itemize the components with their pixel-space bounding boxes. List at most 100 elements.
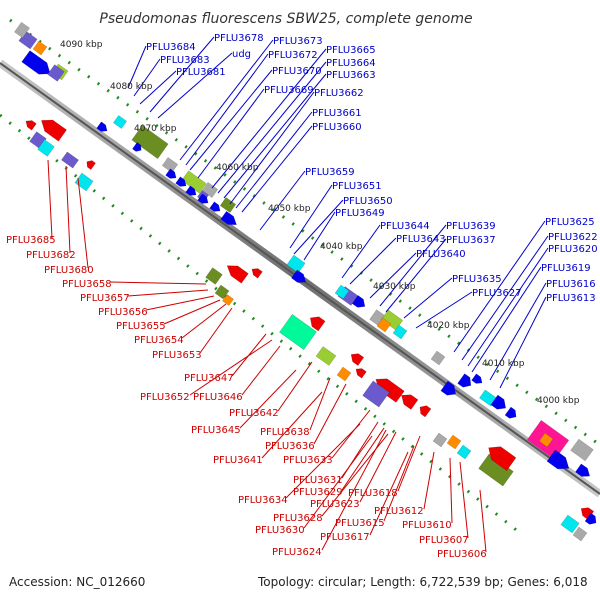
gene-label[interactable]: PFLU3617 (320, 532, 370, 543)
reverse-gene-arrow[interactable] (251, 268, 263, 279)
gene-label[interactable]: PFLU3684 (146, 42, 196, 53)
reverse-gene-arrow[interactable] (350, 353, 365, 366)
forward-gene-arrow[interactable] (504, 406, 517, 419)
forward-gene-arrow[interactable] (430, 350, 446, 366)
gene-label[interactable]: PFLU3630 (255, 525, 305, 536)
gene-label[interactable]: PFLU3682 (26, 250, 76, 261)
gene-label[interactable]: PFLU3606 (437, 549, 487, 560)
gene-label[interactable]: PFLU3669 (264, 85, 314, 96)
gene-label[interactable]: PFLU3619 (541, 263, 591, 274)
gene-label[interactable]: PFLU3670 (272, 66, 322, 77)
gene-label[interactable]: PFLU3661 (312, 108, 362, 119)
gene-label[interactable]: PFLU3651 (332, 181, 382, 192)
forward-gene-arrow[interactable] (219, 197, 237, 213)
gene-label[interactable]: PFLU3650 (343, 196, 393, 207)
forward-gene-arrow[interactable] (131, 124, 169, 160)
forward-gene-arrow[interactable] (440, 380, 456, 396)
gene-label[interactable]: PFLU3628 (273, 513, 323, 524)
gene-label[interactable]: PFLU3633 (283, 455, 333, 466)
gene-label[interactable]: PFLU3620 (548, 244, 598, 255)
gene-label[interactable]: PFLU3653 (152, 350, 202, 361)
gene-label[interactable]: PFLU3660 (312, 122, 362, 133)
reverse-gene-arrow[interactable] (37, 139, 55, 157)
forward-gene-arrow[interactable] (201, 182, 219, 198)
gene-label[interactable]: PFLU3625 (545, 217, 595, 228)
reverse-gene-arrow[interactable] (488, 446, 517, 472)
reverse-gene-arrow[interactable] (572, 526, 588, 542)
forward-gene-arrow[interactable] (291, 269, 307, 283)
forward-gene-arrow[interactable] (538, 432, 554, 448)
gene-label[interactable]: PFLU3641 (213, 455, 263, 466)
forward-gene-arrow[interactable] (165, 168, 177, 179)
reverse-gene-arrow[interactable] (214, 284, 230, 300)
forward-gene-arrow[interactable] (175, 176, 187, 187)
reverse-gene-arrow[interactable] (279, 313, 317, 351)
forward-gene-arrow[interactable] (479, 389, 497, 407)
forward-gene-arrow[interactable] (376, 317, 392, 333)
reverse-gene-arrow[interactable] (25, 120, 37, 131)
reverse-gene-arrow[interactable] (560, 514, 580, 534)
forward-gene-arrow[interactable] (334, 284, 350, 300)
gene-label[interactable]: PFLU3662 (314, 88, 364, 99)
gene-label[interactable]: PFLU3610 (402, 520, 452, 531)
forward-gene-arrow[interactable] (220, 210, 237, 225)
reverse-gene-arrow[interactable] (401, 394, 419, 410)
gene-label[interactable]: PFLU3622 (548, 232, 598, 243)
gene-label[interactable]: PFLU3652 (140, 392, 190, 403)
gene-label[interactable]: PFLU3629 (293, 487, 343, 498)
reverse-gene-arrow[interactable] (205, 267, 223, 285)
forward-gene-arrow[interactable] (21, 50, 51, 75)
gene-label[interactable]: PFLU3635 (452, 274, 502, 285)
gene-label[interactable]: PFLU3656 (98, 307, 148, 318)
reverse-gene-arrow[interactable] (456, 444, 472, 460)
forward-gene-arrow[interactable] (32, 40, 48, 56)
gene-label[interactable]: PFLU3655 (116, 321, 166, 332)
gene-label[interactable]: PFLU3637 (446, 235, 496, 246)
gene-label[interactable]: PFLU3664 (326, 58, 376, 69)
gene-label[interactable]: PFLU3615 (335, 518, 385, 529)
reverse-gene-arrow[interactable] (355, 368, 367, 379)
gene-label[interactable]: PFLU3673 (273, 36, 323, 47)
gene-label[interactable]: PFLU3672 (268, 50, 318, 61)
gene-label[interactable]: PFLU3663 (326, 70, 376, 81)
forward-gene-arrow[interactable] (197, 193, 209, 204)
reverse-gene-arrow[interactable] (336, 366, 352, 382)
gene-label[interactable]: PFLU3623 (310, 499, 360, 510)
gene-label[interactable]: PFLU3612 (374, 506, 424, 517)
gene-label[interactable]: PFLU3658 (62, 279, 112, 290)
gene-label[interactable]: PFLU3665 (326, 45, 376, 56)
gene-label[interactable]: PFLU3639 (446, 221, 496, 232)
forward-gene-arrow[interactable] (209, 201, 221, 212)
gene-label[interactable]: PFLU3654 (134, 335, 184, 346)
forward-gene-arrow[interactable] (185, 185, 197, 196)
gene-label[interactable]: PFLU3624 (272, 547, 322, 558)
forward-gene-arrow[interactable] (471, 373, 483, 384)
reverse-gene-arrow[interactable] (419, 405, 432, 418)
gene-label[interactable]: PFLU3683 (160, 55, 210, 66)
gene-label[interactable]: PFLU3680 (44, 265, 94, 276)
reverse-gene-arrow[interactable] (310, 316, 326, 332)
gene-label[interactable]: PFLU3681 (176, 67, 226, 78)
forward-gene-arrow[interactable] (392, 324, 408, 340)
gene-label[interactable]: PFLU3613 (546, 293, 596, 304)
reverse-gene-arrow[interactable] (362, 380, 390, 408)
gene-label[interactable]: PFLU3627 (472, 288, 522, 299)
gene-label[interactable]: PFLU3659 (305, 167, 355, 178)
gene-label[interactable]: PFLU3636 (265, 441, 315, 452)
gene-label[interactable]: PFLU3643 (396, 234, 446, 245)
gene-label[interactable]: PFLU3640 (416, 249, 466, 260)
gene-label[interactable]: PFLU3685 (6, 235, 56, 246)
gene-label[interactable]: PFLU3678 (214, 33, 264, 44)
reverse-gene-arrow[interactable] (61, 151, 79, 169)
forward-gene-arrow[interactable] (351, 295, 366, 308)
forward-gene-arrow[interactable] (575, 463, 591, 477)
gene-label[interactable]: PFLU3649 (335, 208, 385, 219)
reverse-gene-arrow[interactable] (446, 434, 462, 450)
forward-gene-arrow[interactable] (457, 373, 472, 388)
gene-label[interactable]: PFLU3618 (348, 488, 398, 499)
forward-gene-arrow[interactable] (490, 394, 506, 410)
gene-label[interactable]: PFLU3646 (193, 392, 243, 403)
reverse-gene-arrow[interactable] (584, 512, 597, 525)
forward-gene-arrow[interactable] (14, 21, 30, 39)
gene-label[interactable]: PFLU3657 (80, 293, 130, 304)
